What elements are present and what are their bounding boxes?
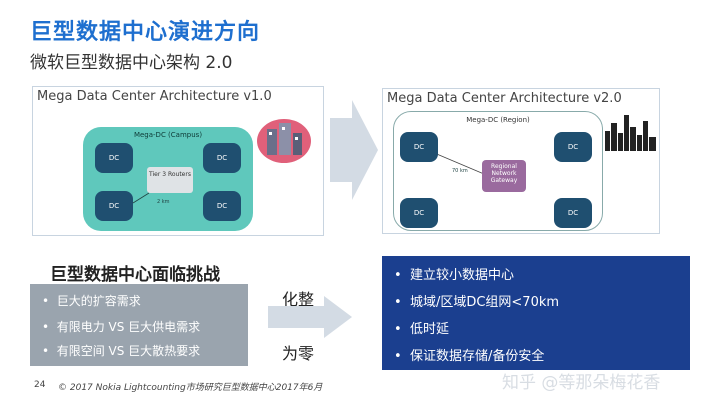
campus-distance: 2 km bbox=[157, 199, 170, 205]
challenge-item: • 有限空间 VS 巨大散热要求 bbox=[42, 344, 201, 358]
region-distance: 70 km bbox=[452, 168, 468, 174]
dc-node: DC bbox=[95, 143, 133, 173]
region-boundary: Mega-DC (Region) DC DC DC DC Regional Ne… bbox=[393, 111, 603, 231]
architecture-v1-title: Mega Data Center Architecture v1.0 bbox=[37, 89, 272, 104]
solution-item: • 低时延 bbox=[394, 322, 449, 337]
dc-node: DC bbox=[400, 132, 438, 162]
challenges-title: 巨型数据中心面临挑战 bbox=[50, 265, 220, 285]
campus-links bbox=[132, 192, 150, 204]
architecture-v2-panel: Mega Data Center Architecture v2.0 Mega-… bbox=[382, 88, 660, 234]
tier3-router: Tier 3 Routers bbox=[147, 167, 193, 193]
campus-label: Mega-DC (Campus) bbox=[133, 131, 203, 139]
datacenter-building-icon bbox=[257, 119, 311, 163]
dc-node: DC bbox=[203, 143, 241, 173]
transition-arrow-icon bbox=[268, 296, 352, 338]
dc-node: DC bbox=[400, 198, 438, 228]
evolution-arrow-icon bbox=[330, 100, 378, 200]
campus-region: Mega-DC (Campus) DC DC DC DC Tier 3 Rout… bbox=[83, 127, 253, 231]
watermark: 知乎 @等那朵梅花香 bbox=[502, 373, 661, 393]
dc-node: DC bbox=[203, 191, 241, 221]
solution-item: • 城域/区域DC组网<70km bbox=[394, 295, 560, 310]
solution-item: • 保证数据存储/备份安全 bbox=[394, 349, 545, 364]
region-label: Mega-DC (Region) bbox=[466, 116, 530, 124]
architecture-v1-panel: Mega Data Center Architecture v1.0 Mega-… bbox=[32, 86, 324, 236]
city-skyline-icon bbox=[605, 115, 656, 151]
transition-text-top: 化整 bbox=[282, 290, 315, 309]
region-links bbox=[431, 151, 485, 175]
page-number: 24 bbox=[34, 380, 46, 390]
dc-node: DC bbox=[554, 198, 592, 228]
dc-node: DC bbox=[554, 132, 592, 162]
footer-source: © 2017 Nokia Lightcounting市场研究巨型数据中心2017… bbox=[58, 383, 323, 393]
transition-text-bottom: 为零 bbox=[282, 344, 315, 363]
solutions-list: • 建立较小数据中心 • 城域/区域DC组网<70km • 低时延 • 保证数据… bbox=[382, 256, 690, 370]
solution-item: • 建立较小数据中心 bbox=[394, 268, 514, 283]
regional-gateway: Regional Network Gateway bbox=[482, 160, 526, 192]
challenges-list: • 巨大的扩容需求 • 有限电力 VS 巨大供电需求 • 有限空间 VS 巨大散… bbox=[30, 284, 248, 366]
page-subtitle: 微软巨型数据中心架构 2.0 bbox=[30, 53, 233, 73]
architecture-v2-title: Mega Data Center Architecture v2.0 bbox=[387, 91, 622, 106]
challenge-item: • 巨大的扩容需求 bbox=[42, 294, 141, 308]
page-title: 巨型数据中心演进方向 bbox=[30, 20, 261, 45]
dc-node: DC bbox=[95, 191, 133, 221]
challenge-item: • 有限电力 VS 巨大供电需求 bbox=[42, 320, 201, 334]
